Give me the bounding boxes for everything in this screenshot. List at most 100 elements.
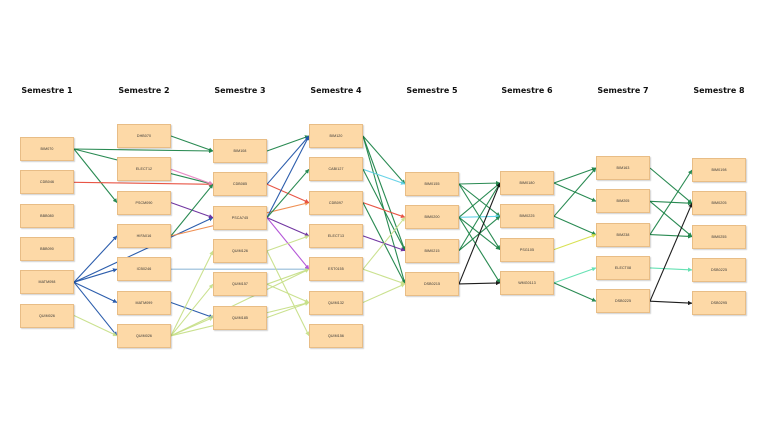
course-box[interactable]: QUIM026 (20, 303, 74, 328)
course-box[interactable]: QUIM126 (213, 238, 267, 263)
course-box[interactable]: ELECT08 (596, 255, 650, 280)
course-box[interactable]: EST0155 (309, 257, 363, 282)
course-box[interactable]: ELECT12 (117, 157, 171, 182)
course-box[interactable]: BIM238 (596, 222, 650, 247)
prerequisite-arrow (266, 135, 310, 185)
prerequisite-arrow (362, 216, 406, 270)
course-box[interactable]: BIM205 (596, 189, 650, 214)
course-box[interactable]: BIM0225 (500, 204, 554, 229)
course-box[interactable]: BIM0198 (692, 158, 746, 182)
prerequisite-arrow (649, 167, 693, 204)
course-box[interactable]: DSB0215 (405, 271, 459, 296)
course-box[interactable]: BIM0205 (692, 191, 746, 216)
prerequisite-arrow (266, 268, 310, 285)
course-box[interactable]: BIM163 (596, 156, 650, 180)
course-box[interactable]: DHB070 (117, 124, 171, 148)
course-box[interactable]: CDB046 (20, 170, 74, 195)
course-box[interactable]: BIM070 (20, 137, 74, 161)
course-box[interactable]: ELECT13 (309, 223, 363, 248)
prerequisite-arrow (649, 267, 693, 272)
prerequisite-arrow (170, 268, 310, 337)
course-box[interactable]: PSG105 (500, 237, 554, 262)
course-box[interactable]: CDB097 (309, 190, 363, 215)
prerequisite-arrow (649, 300, 693, 306)
prerequisite-arrow (553, 167, 597, 184)
course-box[interactable]: DSB0225 (596, 289, 650, 314)
semester-header-5: Semestre 5 (406, 86, 458, 95)
prerequisite-arrow (458, 182, 501, 218)
course-box[interactable]: BBB090 (20, 236, 74, 261)
prerequisite-arrow (362, 168, 406, 185)
prerequisite-arrow (553, 282, 597, 302)
prerequisite-arrow (73, 281, 118, 303)
course-box[interactable]: DSB0225 (692, 257, 746, 282)
prerequisite-arrow (458, 180, 501, 186)
prerequisite-arrow (170, 250, 214, 337)
prerequisite-arrow (649, 169, 693, 235)
course-box[interactable]: HIFA016 (117, 223, 171, 248)
prerequisite-arrow (170, 135, 214, 152)
prerequisite-arrow (170, 183, 214, 237)
prerequisite-arrow (266, 217, 310, 237)
course-box[interactable]: QUIM185 (213, 305, 267, 330)
course-box[interactable]: QUIM026 (117, 323, 171, 348)
semester-header-1: Semestre 1 (21, 86, 73, 95)
prerequisite-arrow (266, 135, 310, 152)
course-box[interactable]: MATM098 (20, 270, 74, 295)
prerequisite-arrow (362, 135, 406, 185)
prerequisite-arrow (73, 235, 118, 283)
semester-header-2: Semestre 2 (118, 86, 170, 95)
semester-header-3: Semestre 3 (214, 86, 266, 95)
prerequisite-arrow (362, 135, 406, 251)
semester-header-8: Semestre 8 (693, 86, 745, 95)
prerequisite-arrow (266, 301, 310, 319)
semester-header-7: Semestre 7 (597, 86, 649, 95)
prerequisite-arrow (553, 167, 597, 217)
prerequisite-arrow (73, 217, 214, 283)
prerequisite-arrow (362, 202, 406, 219)
prerequisite-arrow (73, 148, 118, 203)
course-box[interactable]: DSB0295 (692, 291, 746, 316)
course-box[interactable]: BIM0180 (500, 171, 554, 195)
course-box[interactable]: QUIM132 (309, 290, 363, 315)
prerequisite-arrow (170, 283, 214, 337)
course-box[interactable]: BIM0155 (405, 172, 459, 196)
prerequisite-arrow (266, 168, 310, 218)
course-box[interactable]: BIM0255 (692, 224, 746, 249)
course-box[interactable]: BBB080 (20, 203, 74, 228)
course-box[interactable]: BIM120 (309, 124, 363, 148)
course-box[interactable]: BIM108 (213, 139, 267, 163)
prerequisite-arrow (73, 268, 118, 283)
prerequisite-arrow (458, 280, 501, 286)
course-box[interactable]: BIM0200 (405, 205, 459, 230)
course-box[interactable]: CDB085 (213, 172, 267, 197)
course-box[interactable]: CABI127 (309, 157, 363, 182)
prerequisite-arrow (362, 283, 406, 304)
prerequisite-arrow (266, 235, 310, 252)
prerequisite-arrow (73, 181, 214, 187)
prerequisite-edges (73, 135, 693, 337)
prerequisite-arrow (649, 200, 693, 238)
semester-header-4: Semestre 4 (310, 86, 362, 95)
course-box[interactable]: QUIM156 (309, 323, 363, 348)
course-box[interactable]: MATM099 (117, 290, 171, 315)
prerequisite-arrow (649, 234, 693, 239)
prerequisite-arrow (266, 283, 310, 304)
prerequisite-arrow (458, 182, 501, 285)
semester-header-6: Semestre 6 (501, 86, 553, 95)
prerequisite-arrow (73, 148, 214, 154)
prerequisite-arrow (458, 217, 501, 284)
prerequisite-arrow (458, 182, 501, 251)
course-box[interactable]: PSCA745 (213, 205, 267, 230)
prerequisite-arrow (553, 267, 597, 284)
course-box[interactable]: WMG0113 (500, 270, 554, 295)
prerequisite-arrow (553, 215, 597, 236)
course-box[interactable]: PSCM090 (117, 190, 171, 215)
prerequisite-arrow (266, 135, 310, 218)
course-box[interactable]: BIM0215 (405, 238, 459, 263)
prerequisite-arrow (553, 233, 597, 251)
course-box[interactable]: QUIM157 (213, 272, 267, 297)
prerequisite-arrow (649, 202, 693, 302)
course-box[interactable]: ICB0246 (117, 257, 171, 282)
